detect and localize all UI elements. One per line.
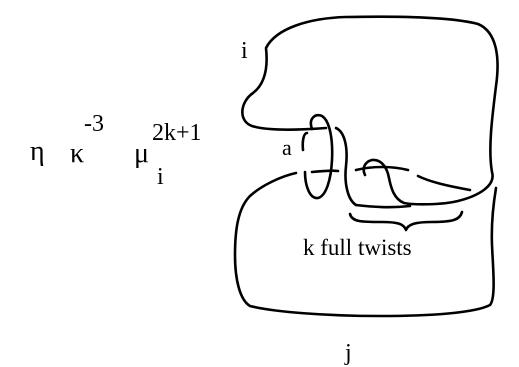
coefficient-formula: η κ -3 μ i 2k+1 bbox=[30, 111, 202, 190]
kappa-exponent: -3 bbox=[84, 111, 104, 137]
component-a-top bbox=[303, 113, 334, 200]
component-j-top-left bbox=[310, 169, 340, 174]
component-i-curve bbox=[241, 15, 499, 206]
component-a-back bbox=[301, 131, 309, 152]
eta-symbol: η bbox=[30, 136, 45, 167]
twist-brace bbox=[348, 210, 464, 232]
label-j: j bbox=[344, 340, 352, 366]
component-j-top-end bbox=[416, 174, 472, 192]
label-i: i bbox=[241, 38, 248, 64]
component-i-tail bbox=[334, 126, 358, 207]
component-j-curve bbox=[233, 171, 498, 318]
twist-strand bbox=[354, 203, 412, 209]
label-a: a bbox=[282, 135, 292, 160]
component-j-top-right bbox=[354, 165, 410, 172]
kappa-symbol: κ bbox=[70, 138, 84, 169]
mu-symbol: μ bbox=[134, 138, 149, 169]
mu-subscript: i bbox=[157, 164, 164, 190]
label-twists: k full twists bbox=[303, 235, 412, 260]
mu-exponent: 2k+1 bbox=[152, 120, 202, 146]
